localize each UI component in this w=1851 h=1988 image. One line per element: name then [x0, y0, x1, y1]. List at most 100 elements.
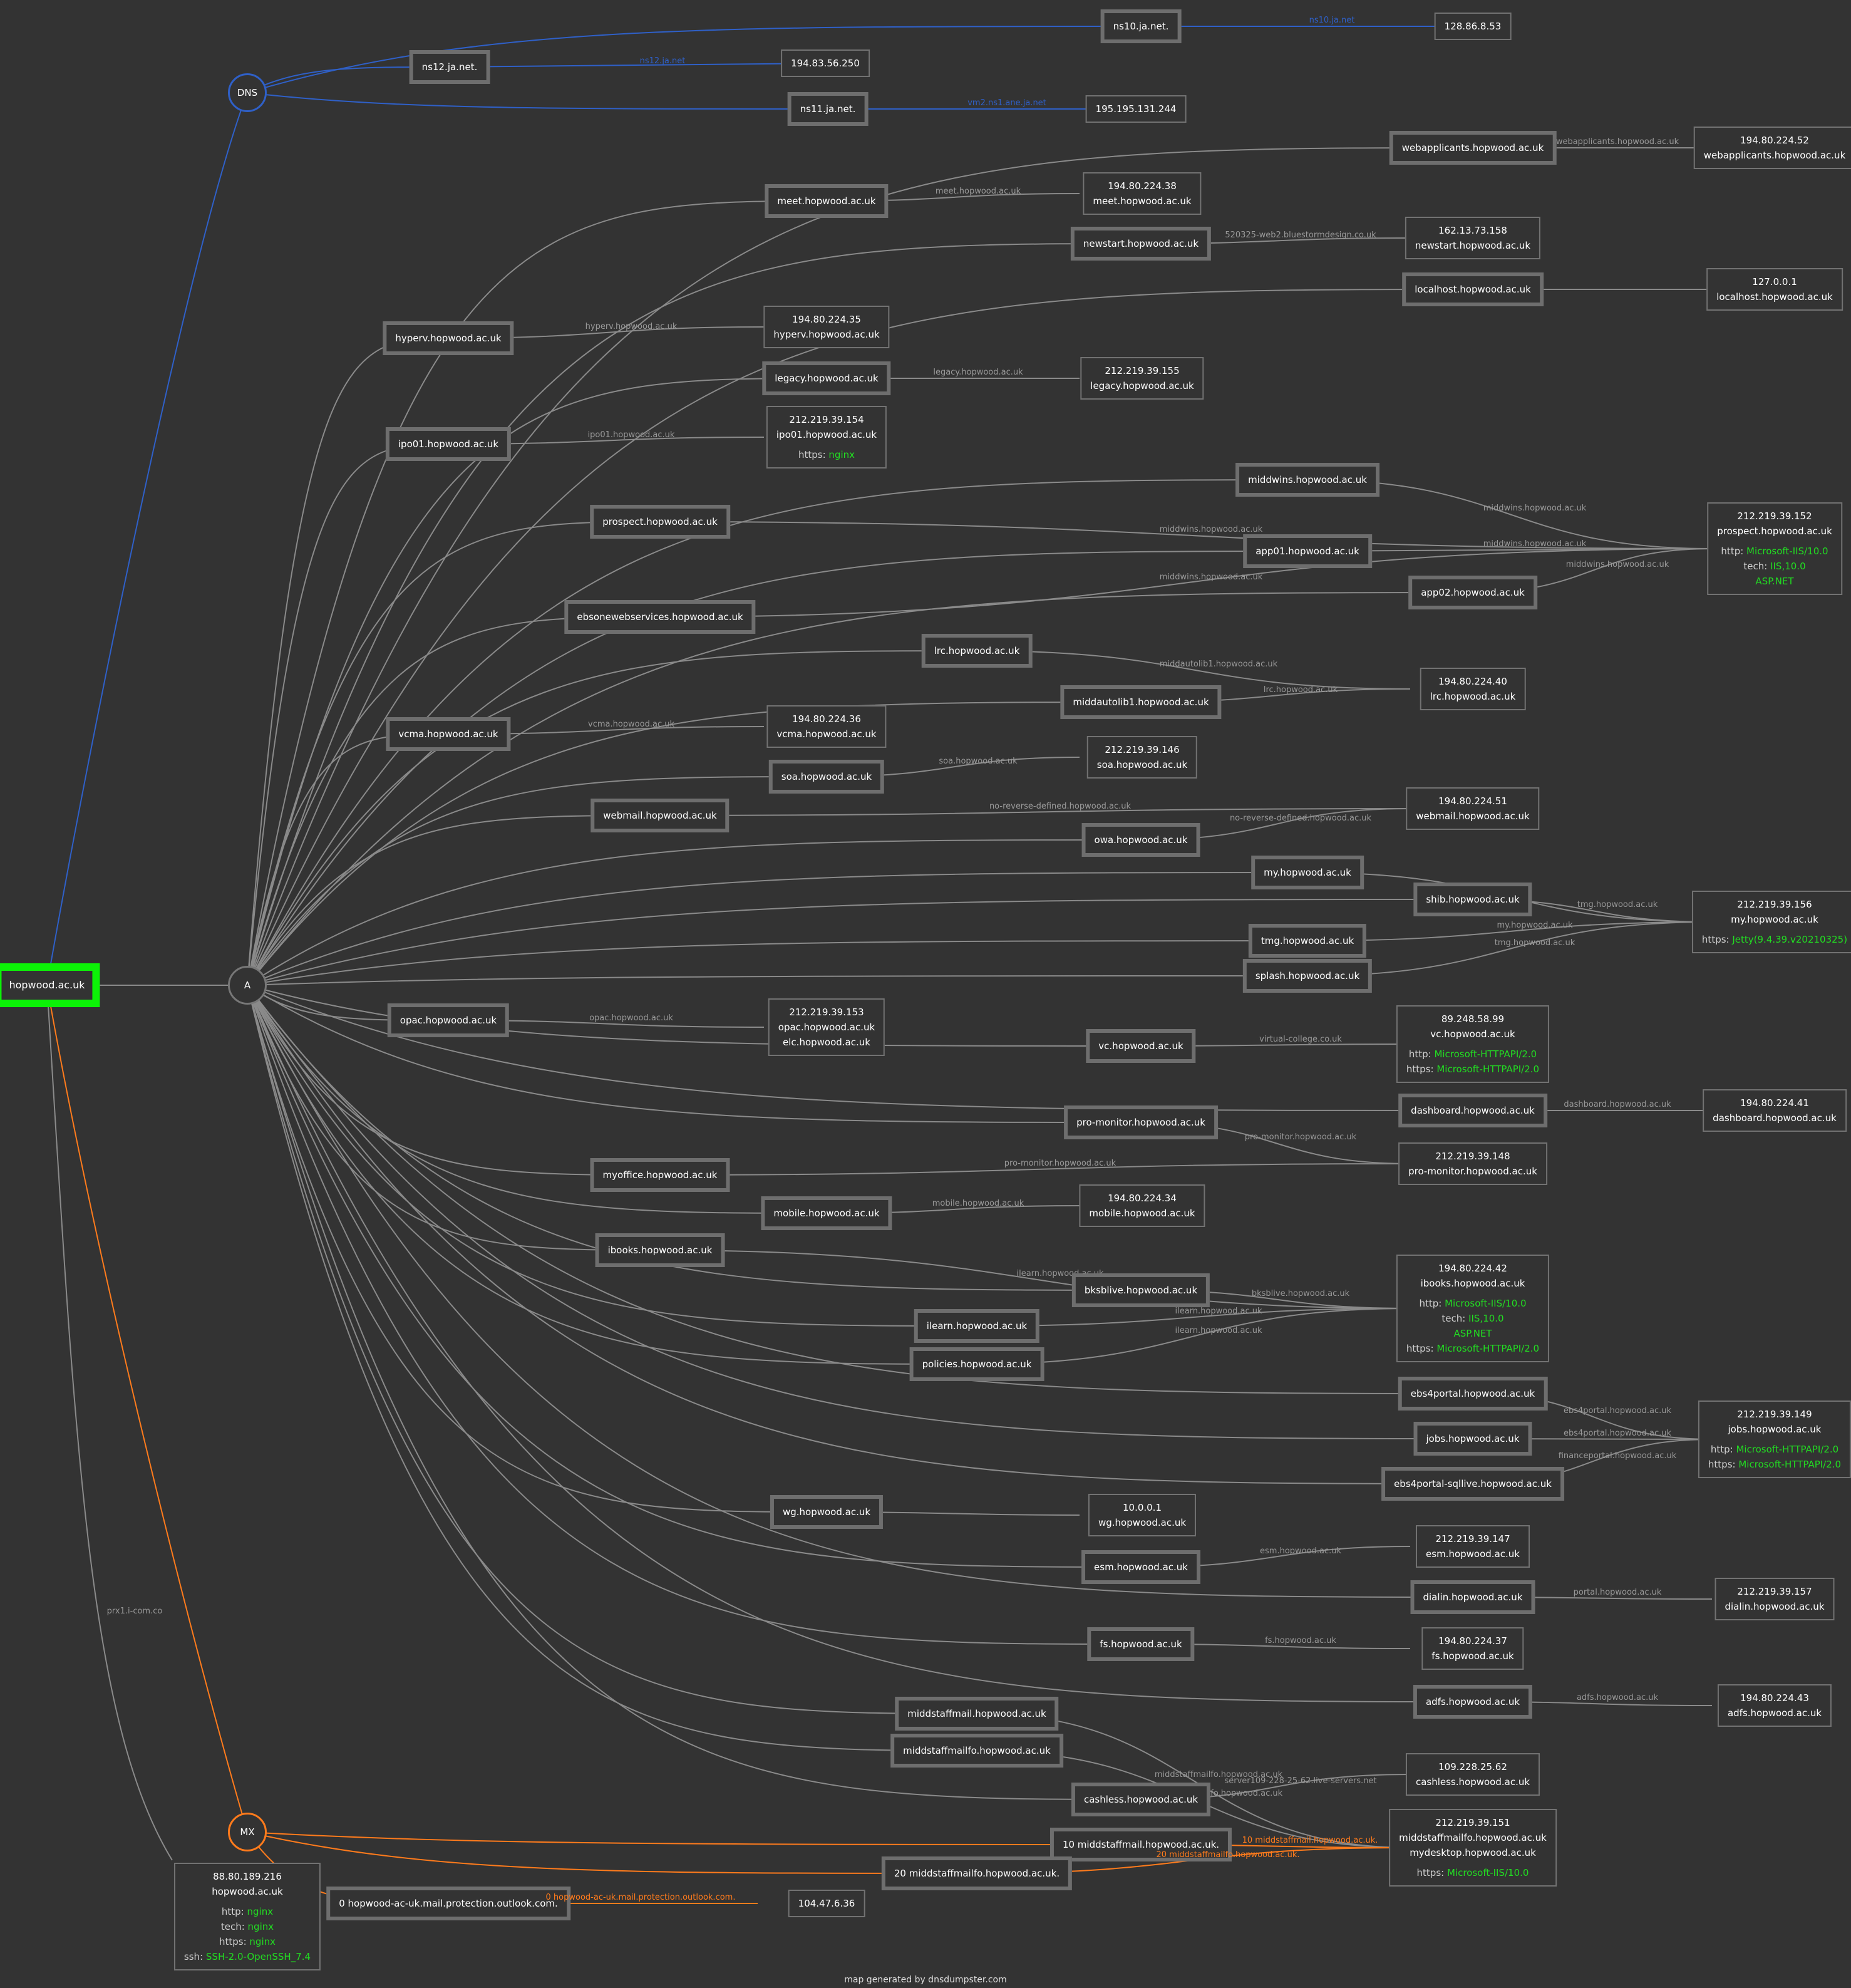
- a-host-node[interactable]: localhost.hopwood.ac.uk: [1402, 272, 1544, 306]
- mx-host-node[interactable]: 0 hopwood-ac-uk.mail.protection.outlook.…: [326, 1887, 570, 1920]
- dns-host-node[interactable]: ns11.ja.net.: [787, 92, 869, 126]
- ptr-label: meet.hopwood.ac.uk: [935, 187, 1021, 196]
- ptr-label: virtual-college.co.uk: [1259, 1034, 1342, 1044]
- a-host-node[interactable]: prospect.hopwood.ac.uk: [590, 505, 730, 539]
- edge-root-mx: [46, 985, 248, 1833]
- ip-address: 194.80.224.51: [1438, 795, 1507, 807]
- ptr-label: middwins.hopwood.ac.uk: [1483, 539, 1587, 549]
- a-host-node[interactable]: meet.hopwood.ac.uk: [765, 184, 889, 218]
- a-host-node[interactable]: tmg.hopwood.ac.uk: [1248, 924, 1367, 958]
- dns-host-node[interactable]: ns10.ja.net.: [1100, 9, 1182, 43]
- dns-ip-box[interactable]: 194.83.56.250: [781, 49, 870, 77]
- a-host-node[interactable]: middstaffmail.hopwood.ac.uk: [895, 1697, 1059, 1731]
- a-host-node[interactable]: vc.hopwood.ac.uk: [1086, 1029, 1196, 1063]
- a-host-node[interactable]: dialin.hopwood.ac.uk: [1410, 1580, 1535, 1614]
- ip-box-outlook[interactable]: 104.47.6.36: [788, 1890, 865, 1917]
- a-host-node[interactable]: adfs.hopwood.ac.uk: [1413, 1685, 1533, 1719]
- a-host-node[interactable]: opac.hopwood.ac.uk: [387, 1003, 510, 1037]
- a-host-node[interactable]: policies.hopwood.ac.uk: [909, 1347, 1044, 1381]
- a-host-node[interactable]: jobs.hopwood.ac.uk: [1413, 1422, 1532, 1456]
- mx-host-node[interactable]: 10 middstaffmail.hopwood.ac.uk.: [1049, 1828, 1232, 1861]
- a-host-node[interactable]: newstart.hopwood.ac.uk: [1070, 227, 1212, 261]
- spacer: [184, 1899, 311, 1904]
- a-host-node[interactable]: legacy.hopwood.ac.uk: [762, 361, 891, 395]
- hub-a[interactable]: A: [228, 966, 267, 1005]
- a-host-node[interactable]: vcma.hopwood.ac.uk: [386, 717, 511, 751]
- a-host-node[interactable]: my.hopwood.ac.uk: [1251, 856, 1364, 889]
- dns-ip-box[interactable]: 195.195.131.244: [1085, 95, 1187, 123]
- a-host-node[interactable]: ilearn.hopwood.ac.uk: [914, 1309, 1040, 1343]
- service-line: http: Microsoft-IIS/10.0: [1406, 1296, 1539, 1311]
- edge-a-host: [247, 985, 1473, 1598]
- dns-ip-box[interactable]: 128.86.8.53: [1434, 13, 1512, 40]
- a-host-node[interactable]: hyperv.hopwood.ac.uk: [383, 321, 514, 355]
- a-host-node[interactable]: ebs4portal.hopwood.ac.uk: [1398, 1377, 1548, 1411]
- a-host-node[interactable]: wg.hopwood.ac.uk: [770, 1495, 884, 1529]
- a-host-node[interactable]: myoffice.hopwood.ac.uk: [590, 1158, 730, 1192]
- hub-dns[interactable]: DNS: [228, 73, 267, 112]
- a-host-node[interactable]: app01.hopwood.ac.uk: [1243, 534, 1372, 568]
- a-host-node[interactable]: owa.hopwood.ac.uk: [1081, 823, 1200, 857]
- a-host-node[interactable]: middwins.hopwood.ac.uk: [1235, 463, 1379, 497]
- a-host-node[interactable]: webmail.hopwood.ac.uk: [590, 799, 730, 832]
- a-host-node[interactable]: ibooks.hopwood.ac.uk: [595, 1233, 725, 1267]
- ip-address: 194.80.224.40: [1438, 676, 1507, 687]
- spacer: [1717, 539, 1832, 544]
- a-host-node[interactable]: webapplicants.hopwood.ac.uk: [1389, 131, 1557, 165]
- a-host-node[interactable]: fs.hopwood.ac.uk: [1087, 1627, 1195, 1661]
- edge-host-ip: [976, 1308, 1411, 1327]
- a-host-node[interactable]: cashless.hopwood.ac.uk: [1071, 1783, 1211, 1816]
- a-host-node[interactable]: ebs4portal-sqllive.hopwood.ac.uk: [1381, 1467, 1564, 1501]
- root-domain-node[interactable]: hopwood.ac.uk: [0, 963, 100, 1007]
- service-key: ssh:: [183, 1951, 206, 1962]
- a-host-node[interactable]: dashboard.hopwood.ac.uk: [1398, 1094, 1547, 1127]
- a-host-node[interactable]: shib.hopwood.ac.uk: [1413, 883, 1532, 916]
- hostname-line: dialin.hopwood.ac.uk: [1725, 1601, 1825, 1612]
- a-host-node[interactable]: middstaffmailfo.hopwood.ac.uk: [890, 1734, 1063, 1768]
- a-host-node[interactable]: middautolib1.hopwood.ac.uk: [1060, 685, 1222, 719]
- a-host-node[interactable]: esm.hopwood.ac.uk: [1081, 1550, 1200, 1584]
- a-host-node[interactable]: app02.hopwood.ac.uk: [1408, 576, 1537, 609]
- a-host-node[interactable]: mobile.hopwood.ac.uk: [761, 1196, 892, 1230]
- a-host-node[interactable]: pro-monitor.hopwood.ac.uk: [1064, 1105, 1218, 1139]
- hub-mx[interactable]: MX: [228, 1813, 267, 1851]
- a-host-node[interactable]: lrc.hopwood.ac.uk: [921, 634, 1033, 668]
- dns-host-node[interactable]: ns12.ja.net.: [409, 50, 490, 84]
- service-key: http:: [1710, 1444, 1736, 1455]
- a-host-node[interactable]: bksblive.hopwood.ac.uk: [1071, 1273, 1210, 1307]
- a-host-node[interactable]: soa.hopwood.ac.uk: [768, 760, 885, 794]
- ip-address: 212.219.39.156: [1737, 899, 1812, 910]
- a-host-node[interactable]: splash.hopwood.ac.uk: [1242, 959, 1373, 993]
- mx-host-node[interactable]: 20 middstaffmailfo.hopwood.ac.uk.: [881, 1856, 1073, 1890]
- a-host-node[interactable]: ebsonewebservices.hopwood.ac.uk: [564, 600, 756, 634]
- a-host-node[interactable]: ipo01.hopwood.ac.uk: [385, 427, 512, 461]
